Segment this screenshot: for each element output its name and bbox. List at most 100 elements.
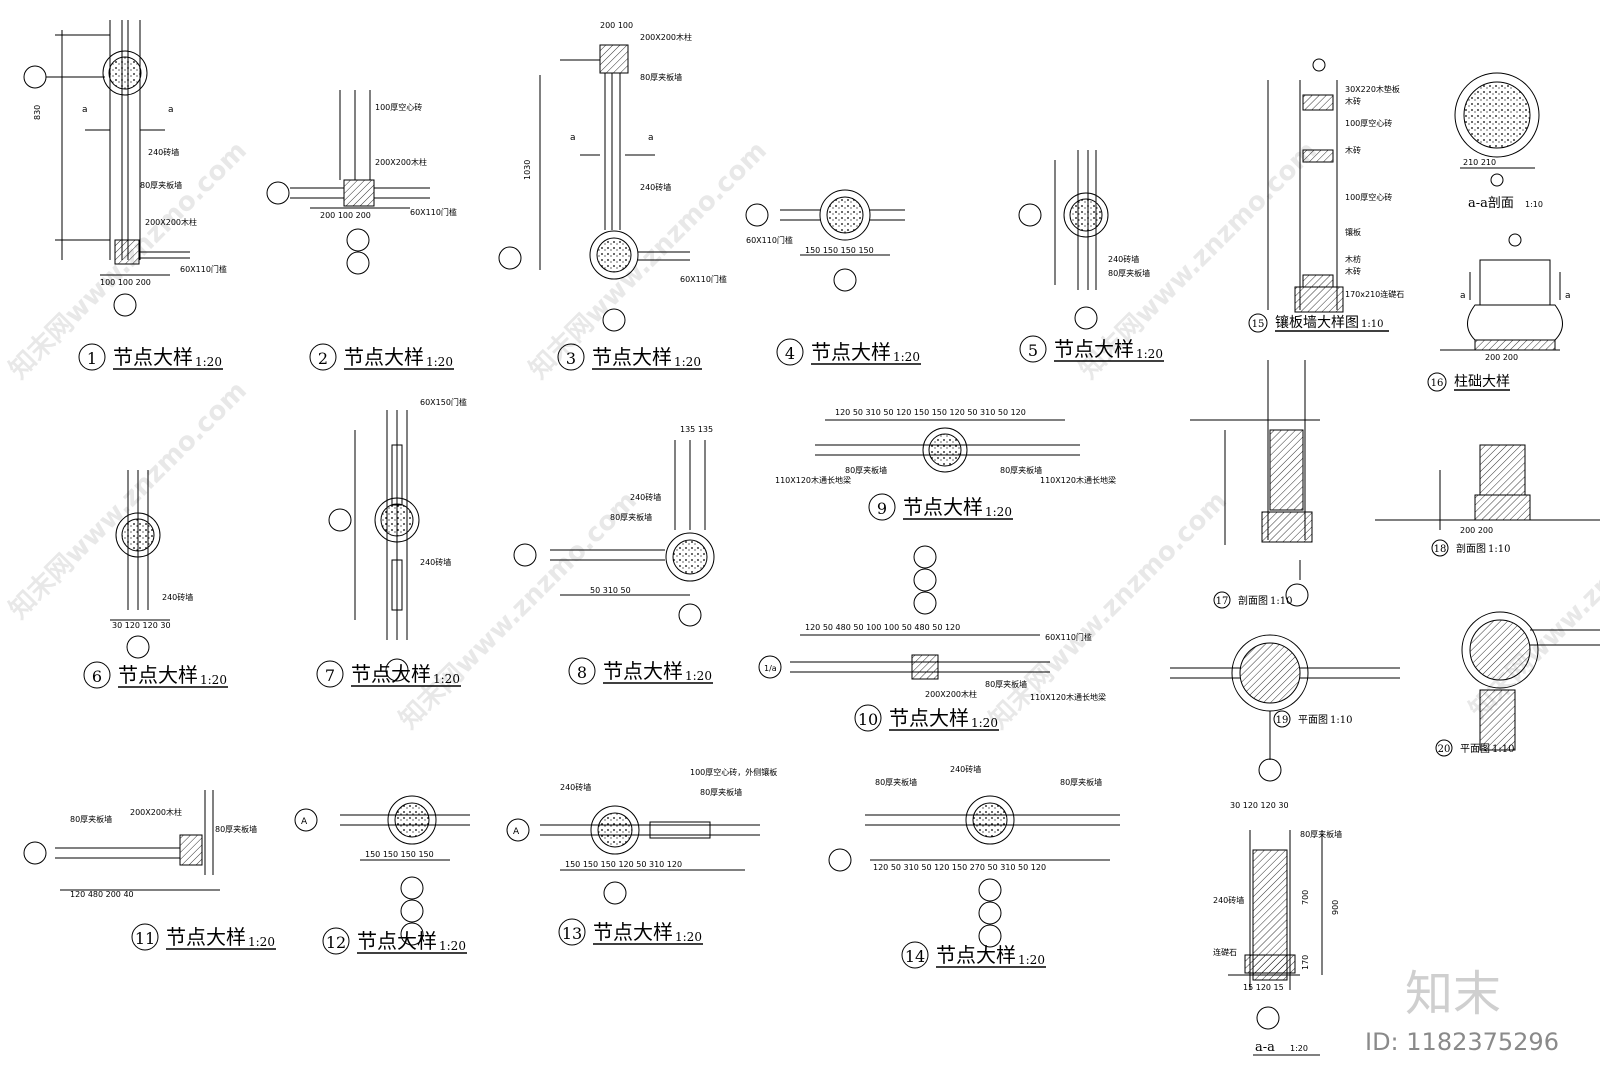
detail-number-circle <box>1019 335 1047 363</box>
annotation: 240砖墙 <box>640 182 671 192</box>
detail-scale: 1:20 <box>1018 953 1045 967</box>
annotation: 240砖墙 <box>560 782 591 792</box>
detail-title: 节点大样 <box>811 340 891 364</box>
dim-text: 170 <box>1301 955 1310 970</box>
detail-scale: 1:10 <box>1492 744 1514 755</box>
dim-text: 150 150 150 120 50 310 120 <box>565 860 682 869</box>
detail-number-circle <box>868 493 896 521</box>
annotation: 80厚夹板墙 <box>845 465 887 475</box>
section-marker: a <box>1565 291 1571 301</box>
detail-scale: 1:20 <box>195 355 222 369</box>
watermark-text: 知末网www.znzmo.com <box>984 486 1233 735</box>
detail-scale: 1:20 <box>674 355 701 369</box>
detail-title: 节点大样 <box>351 662 431 686</box>
detail-number-circle <box>1213 591 1231 609</box>
annotation: 240砖墙 <box>162 592 193 602</box>
annotation: 60X110门槛 <box>680 274 727 284</box>
detail-scale: 1:10 <box>1361 319 1383 330</box>
detail-number: 8 <box>577 663 587 682</box>
detail-8-drawing <box>513 440 715 627</box>
detail-title: 节点大样 <box>593 920 673 944</box>
annotation: 110X120木通长地梁 <box>775 475 851 485</box>
detail-11-drawing <box>23 790 220 891</box>
detail-13-drawing <box>506 805 760 905</box>
dim-text: 120 50 310 50 120 150 150 120 50 310 50 … <box>835 408 1026 417</box>
annotation: 连礎石 <box>1213 947 1237 957</box>
detail-16-drawing <box>1440 233 1563 351</box>
detail-title: 节点大样 <box>166 925 246 949</box>
detail-number-circle <box>83 661 111 689</box>
detail-number-circle <box>78 343 106 371</box>
detail-number: 11 <box>135 929 155 948</box>
annotation: 100厚空心砖 <box>375 102 422 112</box>
annotation: 木枋 <box>1345 254 1361 264</box>
annotation: 镶板 <box>1345 227 1361 237</box>
detail-number-circle <box>558 918 586 946</box>
detail-number: 1 <box>87 349 97 368</box>
watermark-text: 知末网www.znzmo.com <box>394 486 643 735</box>
detail-scale: 1:20 <box>426 355 453 369</box>
detail-title: 平面图 <box>1298 714 1328 726</box>
dim-text: 200 100 <box>600 21 633 30</box>
detail-number: 3 <box>566 349 576 368</box>
dim-text: 30 120 120 30 <box>1230 801 1289 810</box>
section-marker: a <box>82 105 88 115</box>
annotation: 240砖墙 <box>148 147 179 157</box>
detail-scale: 1:10 <box>1270 596 1292 607</box>
annotation: 60X110门槛 <box>180 264 227 274</box>
aa1-title: a-a <box>1255 1040 1275 1055</box>
detail-14-drawing <box>828 795 1120 948</box>
annotation: 200X200木柱 <box>925 689 977 699</box>
detail-scale: 1:20 <box>985 505 1012 519</box>
detail-number: 15 <box>1252 319 1265 330</box>
detail-number-circle <box>854 704 882 732</box>
annotation: 200X200木柱 <box>130 807 182 817</box>
dim-text: 900 <box>1331 900 1340 915</box>
marker-text: A <box>301 817 308 827</box>
detail-number-circle <box>901 941 929 969</box>
annotation: 60X110门槛 <box>1045 632 1092 642</box>
section-marker: a <box>648 133 654 143</box>
detail-number-circle <box>1427 372 1447 392</box>
annotation: 110X120木通长地梁 <box>1030 692 1106 702</box>
annotation: 240砖墙 <box>630 492 661 502</box>
detail-2-drawing <box>266 90 430 275</box>
annotation: 240砖墙 <box>1108 254 1139 264</box>
dim-text: 135 135 <box>680 425 713 434</box>
detail-scale: 1:20 <box>248 935 275 949</box>
dim-text: 1030 <box>523 160 532 180</box>
detail-number: 12 <box>326 933 346 952</box>
detail-10-drawing <box>758 545 1050 680</box>
marker-text: A <box>513 827 520 837</box>
dim-text: 150 150 150 150 <box>805 246 874 255</box>
annotation: 80厚夹板墙 <box>875 777 917 787</box>
aa1-section-drawing <box>1228 830 1323 1030</box>
detail-title: 节点大样 <box>936 943 1016 967</box>
detail-number: 18 <box>1434 544 1447 555</box>
annotation: 240砖墙 <box>420 557 451 567</box>
annotation: 木砖 <box>1345 266 1361 276</box>
detail-number-circle <box>1248 313 1268 333</box>
annotation: 200X200木柱 <box>145 217 197 227</box>
annotation: 60X150门槛 <box>420 397 467 407</box>
detail-number: 13 <box>562 924 582 943</box>
detail-number-circle <box>776 338 804 366</box>
annotation: 240砖墙 <box>950 764 981 774</box>
detail-number-circle <box>557 343 585 371</box>
detail-number-circle <box>322 927 350 955</box>
annotation: 100厚空心砖 <box>1345 192 1392 202</box>
detail-4-drawing <box>745 189 905 292</box>
annotation: 80厚夹板墙 <box>700 787 742 797</box>
annotation: 80厚夹板墙 <box>1060 777 1102 787</box>
annotation: 80厚夹板墙 <box>610 512 652 522</box>
detail-number: 14 <box>905 947 925 966</box>
detail-number: 6 <box>92 667 102 686</box>
detail-12-drawing <box>294 795 470 946</box>
dim-text: 200 200 <box>1460 526 1493 535</box>
dim-text: 15 120 15 <box>1243 983 1284 992</box>
detail-number: 17 <box>1216 596 1229 607</box>
dim-text: 120 50 480 50 100 100 50 480 50 120 <box>805 623 960 632</box>
annotation: 60X110门槛 <box>746 235 793 245</box>
